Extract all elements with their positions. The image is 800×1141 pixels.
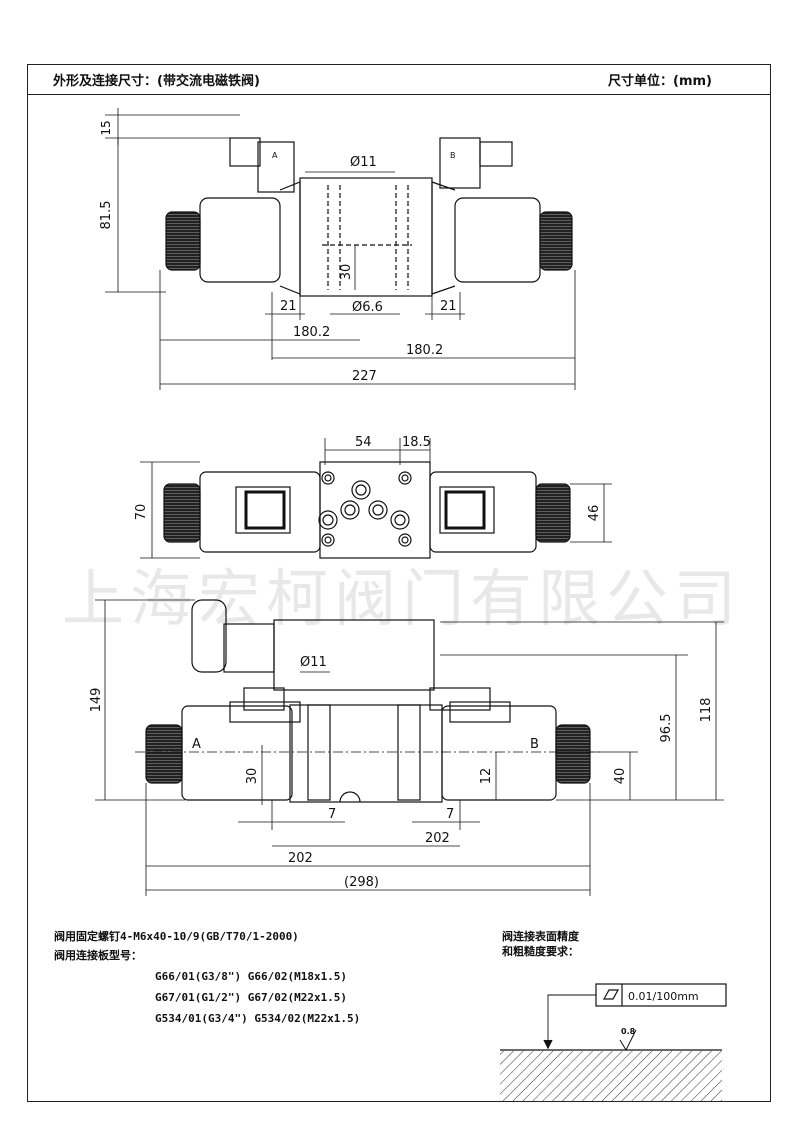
knob-right [539, 211, 573, 271]
dim-top-180-2-b: 180.2 [406, 343, 443, 358]
dim-top-dia6-6: Ø6.6 [352, 300, 383, 315]
dim-plan-46: 46 [587, 505, 602, 522]
dim-top-21-left: 21 [280, 299, 297, 314]
drawing-title: 外形及连接尺寸：(带交流电磁铁阀) [53, 74, 260, 89]
connector-b [479, 141, 513, 167]
dim-front-7-a: 7 [328, 807, 336, 822]
dim-top-dia11: Ø11 [350, 155, 377, 170]
dim-top-30: 30 [339, 264, 354, 281]
top-view: A B 15 81.5 [99, 108, 576, 390]
solenoid-label-b: B [450, 151, 456, 160]
valve-body-front [289, 704, 443, 803]
knob-left [165, 211, 201, 271]
bolt-note: 阀用固定螺钉4-M6x40-10/9(GB/T70/1-2000) [54, 930, 299, 943]
port-label-a: A [192, 737, 201, 752]
dim-top-15: 15 [99, 120, 113, 135]
flatness-value: 0.01/100mm [628, 990, 699, 1003]
valve-body-plan [319, 461, 431, 559]
dim-front-dia11: Ø11 [300, 655, 327, 670]
surface-requirement: 0.01/100mm 0.8 [500, 983, 727, 1101]
units-label: 尺寸单位：(mm) [608, 74, 712, 89]
plate-row-3: G534/01(G3/4") G534/02(M22x1.5) [155, 1012, 361, 1025]
dim-top-227: 227 [352, 369, 377, 384]
dim-front-298: (298) [344, 875, 379, 890]
dim-top-81-5: 81.5 [99, 201, 114, 230]
dim-front-118: 118 [699, 698, 714, 723]
dim-plan-70: 70 [134, 504, 149, 521]
plate-row-2: G67/01(G1/2") G67/02(M22x1.5) [155, 991, 348, 1004]
dim-front-149: 149 [89, 688, 104, 713]
coil-right [454, 197, 541, 283]
solenoid-label-a: A [272, 151, 278, 160]
dim-front-202-a: 202 [425, 831, 450, 846]
header-divider [27, 94, 771, 95]
dim-front-7-b: 7 [446, 807, 454, 822]
dim-plan-54: 54 [355, 435, 372, 450]
dim-top-21-right: 21 [440, 299, 457, 314]
dim-front-40: 40 [613, 768, 628, 785]
dim-front-30: 30 [245, 768, 260, 785]
plate-title: 阀用连接板型号： [54, 949, 142, 962]
coil-left [199, 197, 281, 283]
dim-front-12: 12 [479, 768, 494, 785]
surface-title: 阀连接表面精度 [502, 930, 579, 943]
plan-view: 54 18.5 70 46 [134, 435, 612, 559]
dim-front-96-5: 96.5 [659, 714, 674, 743]
connector-a [229, 137, 261, 167]
port-label-b: B [530, 737, 539, 752]
valve-body-top [299, 177, 433, 297]
roughness-value: 0.8 [621, 1027, 636, 1036]
dim-top-180-2-a: 180.2 [293, 325, 330, 340]
front-view: A B 149 Ø11 30 12 40 96.5 118 [89, 599, 724, 896]
hatched-surface [500, 1051, 722, 1101]
plate-row-1: G66/01(G3/8") G66/02(M18x1.5) [155, 970, 348, 983]
dim-front-202-b: 202 [288, 851, 313, 866]
watermark: 上海宏柯阀门有限公司 [62, 562, 743, 635]
surface-subtitle: 和粗糙度要求： [502, 945, 579, 958]
dim-plan-18-5: 18.5 [402, 435, 431, 450]
drawing-frame [27, 64, 771, 1102]
